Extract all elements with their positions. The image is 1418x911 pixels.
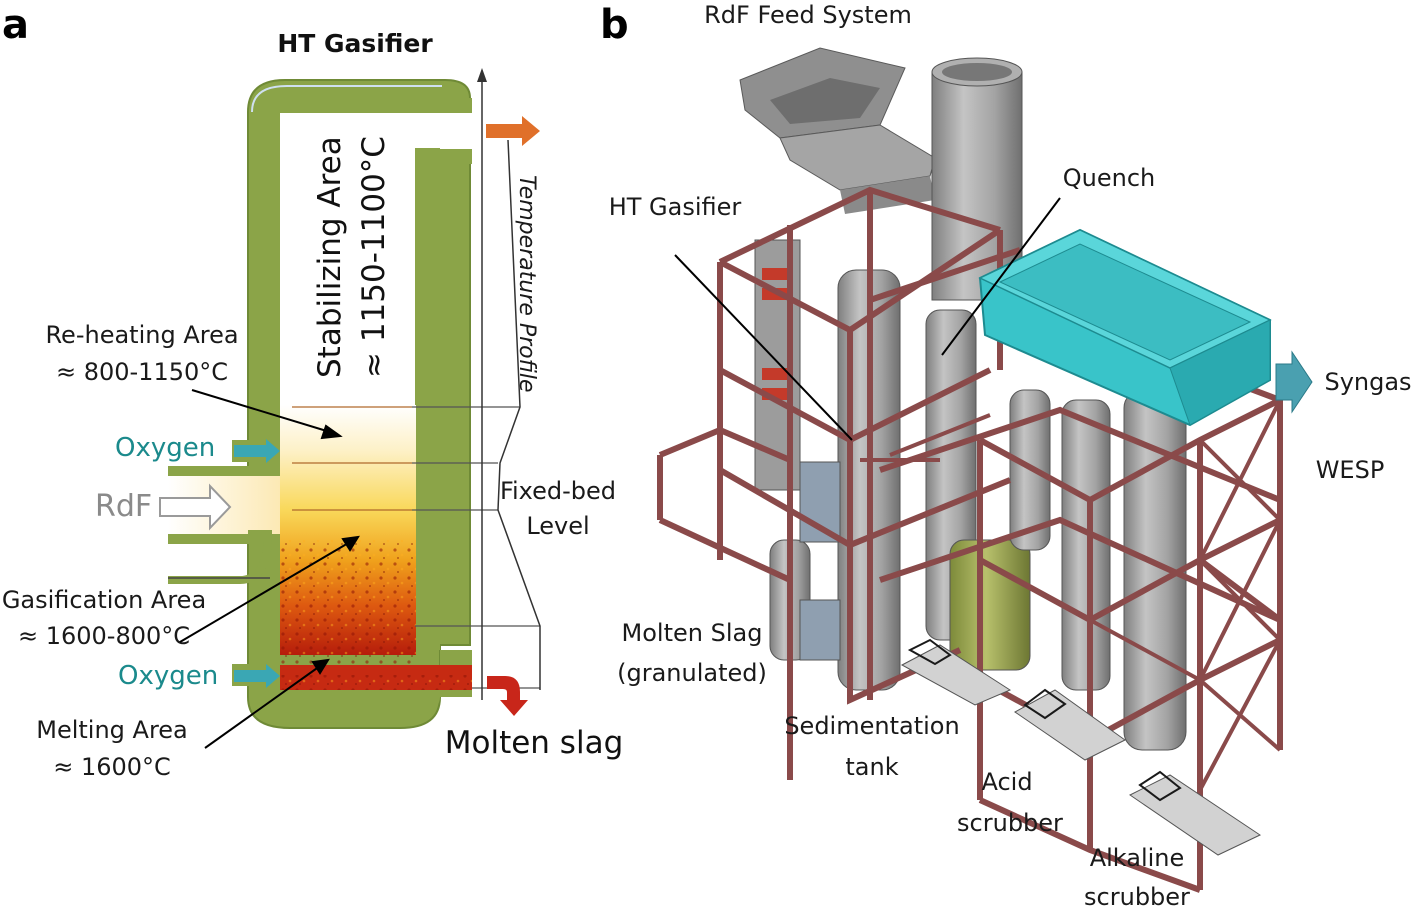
- rdf-arrow: [159, 483, 232, 531]
- temperature-axis: Temperature Profile: [477, 68, 541, 700]
- acid-scrubber-sub: scrubber: [957, 809, 1063, 837]
- oxygen-arrow-top: [234, 439, 280, 463]
- ht-gasifier-label: HT Gasifier: [609, 193, 742, 221]
- skid-piping: [907, 638, 1182, 802]
- fixed-bed-level-label: Level: [526, 512, 589, 540]
- quench-label: Quench: [1063, 164, 1155, 192]
- alkaline-scrubber-sub: scrubber: [1084, 883, 1190, 911]
- wesp-label: WESP: [1316, 456, 1385, 484]
- melting-area-label: Melting Area: [36, 716, 188, 744]
- gasification-area-temp: ≈ 1600-800°C: [18, 622, 190, 650]
- level-lines: [292, 406, 412, 511]
- gasifier-title: HT Gasifier: [277, 29, 433, 58]
- reheating-area-temp: ≈ 800-1150°C: [56, 358, 228, 386]
- fixed-bed-label: Fixed-bed: [500, 477, 616, 505]
- temperature-profile-label: Temperature Profile: [514, 175, 539, 393]
- reheating-area-label: Re-heating Area: [45, 321, 238, 349]
- leader-lines-b: [674, 197, 1061, 441]
- alkaline-scrubber-label: Alkaline: [1090, 844, 1185, 872]
- stabilizing-area-label: Stabilizing Area: [312, 136, 348, 378]
- molten-slag-label: Molten slag: [445, 725, 624, 761]
- oxygen-label-bottom: Oxygen: [118, 661, 218, 691]
- oxygen-label-top: Oxygen: [115, 433, 215, 463]
- leader-arrows-a: [179, 389, 360, 749]
- frame-bracing: [860, 399, 1282, 791]
- panel-b: b: [600, 1, 1412, 911]
- wesp-unit: [978, 228, 1272, 427]
- molten-slag-granulated-label: Molten Slag: [622, 619, 763, 647]
- stabilizing-area-temp: ≈ 1150-1100°C: [356, 136, 392, 378]
- acid-scrubber-label: Acid: [981, 768, 1032, 796]
- syngas-label: Syngas: [1324, 368, 1411, 396]
- rdf-label: RdF: [95, 489, 152, 524]
- slag-outlet-arrow: [487, 676, 528, 716]
- panel-b-letter: b: [600, 2, 629, 48]
- rdf-feed-system: [739, 47, 936, 214]
- panel-a: a HT Gasifier: [2, 2, 623, 781]
- gasifier-vessel: [168, 79, 472, 729]
- molten-slag-granulated-sub: (granulated): [617, 659, 767, 687]
- panel-a-letter: a: [2, 2, 29, 48]
- melting-area-temp: ≈ 1600°C: [53, 753, 171, 781]
- rdf-feed-system-label: RdF Feed System: [704, 1, 912, 29]
- gas-outlet-arrow: [486, 116, 540, 146]
- syngas-arrow: [1275, 350, 1313, 414]
- sedimentation-tank-label: Sedimentation: [784, 712, 959, 740]
- sedimentation-tank-sub: tank: [845, 753, 898, 781]
- gasification-area-label: Gasification Area: [2, 586, 206, 614]
- oxygen-arrow-bottom: [234, 664, 280, 688]
